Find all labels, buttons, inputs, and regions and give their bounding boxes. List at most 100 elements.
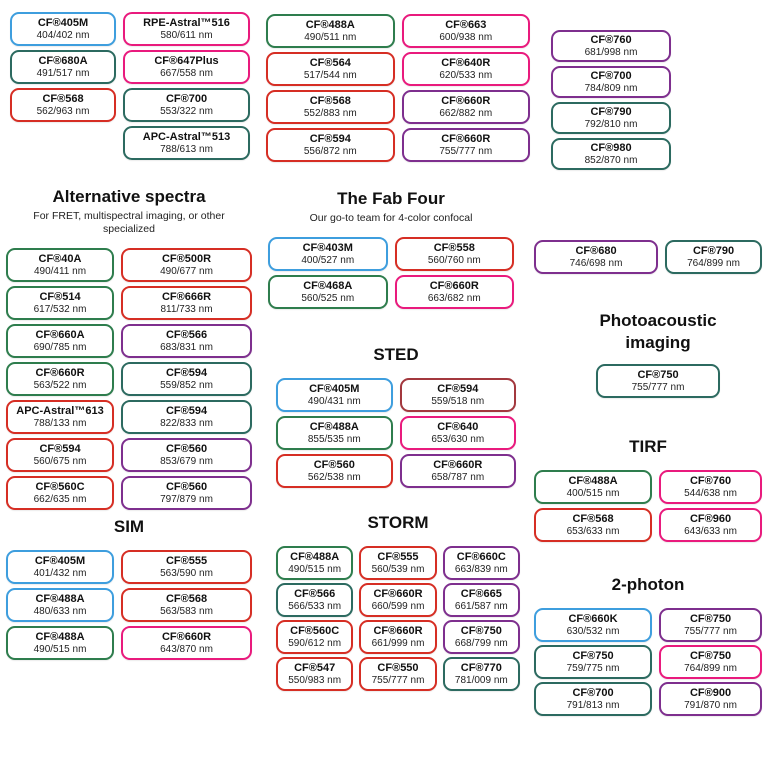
dye-excitation-emission: 563/583 nm xyxy=(160,605,213,617)
dye-name: CF®564 xyxy=(309,56,351,69)
section-title: The Fab Four xyxy=(337,189,445,208)
dye-excitation-emission: 643/870 nm xyxy=(160,643,213,655)
dye-excitation-emission: 781/009 nm xyxy=(454,674,508,686)
dye-name: CF®700 xyxy=(572,686,614,699)
dye-name: CF®660R xyxy=(441,94,491,107)
dye-name: CF®560C xyxy=(35,480,85,493)
dye-excitation-emission: 755/777 nm xyxy=(684,625,737,637)
dye-excitation-emission: 755/777 nm xyxy=(631,381,685,393)
dye-excitation-emission: 560/539 nm xyxy=(371,563,425,575)
dye-excitation-emission: 663/682 nm xyxy=(427,292,481,304)
dye-name: CF®568 xyxy=(42,92,84,105)
dye-excitation-emission: 553/322 nm xyxy=(160,105,213,117)
dye-name: CF®500R xyxy=(161,252,212,265)
dye-name: CF®640 xyxy=(437,420,479,433)
dye-excitation-emission: 791/870 nm xyxy=(684,699,737,711)
dye-name: CF®680A xyxy=(38,54,88,67)
section-alternative-spectra: Alternative spectra For FRET, multispect… xyxy=(6,186,252,510)
dye-excitation-emission: 764/899 nm xyxy=(687,257,740,269)
dye-name: CF®700 xyxy=(590,69,632,82)
dye-name: CF®550 xyxy=(377,661,419,674)
dye-name: CF®900 xyxy=(689,686,732,699)
dye-excitation-emission: 562/538 nm xyxy=(307,471,361,483)
dye-excitation-emission: 811/733 nm xyxy=(160,303,213,315)
dye-name: CF®960 xyxy=(689,512,732,525)
section-title: Alternative spectra xyxy=(52,187,206,206)
dye-name: CF®790 xyxy=(590,105,632,118)
dye-name: CF®555 xyxy=(165,554,208,567)
dye-name: CF®647Plus xyxy=(154,54,219,67)
dye-excitation-emission: 755/777 nm xyxy=(439,145,493,157)
dye-name: CF®594 xyxy=(437,382,479,395)
dye-excitation-emission: 788/133 nm xyxy=(33,417,87,429)
dye-excitation-emission: 855/535 nm xyxy=(307,433,361,445)
dye-name: CF®660R xyxy=(373,624,423,637)
dye-name: CF®468A xyxy=(303,279,353,292)
dye-name: CF®594 xyxy=(39,442,81,455)
dye-name: CF®680 xyxy=(575,244,617,257)
dye-excitation-emission: 784/809 nm xyxy=(584,82,638,94)
dye-excitation-emission: 491/517 nm xyxy=(36,67,90,79)
dye-name: CF®665 xyxy=(460,587,502,600)
dye-name: CF®760 xyxy=(689,474,732,487)
dye-excitation-emission: 566/533 nm xyxy=(288,600,342,612)
dye-name: APC-Astral™513 xyxy=(142,130,231,143)
dye-name: CF®488A xyxy=(309,420,359,433)
dye-name: CF®660K xyxy=(568,612,618,625)
dye-name: CF®660R xyxy=(433,458,483,471)
dye-name: CF®750 xyxy=(637,368,679,381)
dye-excitation-emission: 560/675 nm xyxy=(33,455,87,467)
dye-excitation-emission: 517/544 nm xyxy=(303,69,357,81)
dye-excitation-emission: 822/833 nm xyxy=(160,417,213,429)
dye-excitation-emission: 791/813 nm xyxy=(566,699,620,711)
dye-name: CF®594 xyxy=(165,366,208,379)
dye-excitation-emission: 480/633 nm xyxy=(33,605,87,617)
dye-name: CF®560 xyxy=(165,480,208,493)
dye-excitation-emission: 563/590 nm xyxy=(160,567,213,579)
